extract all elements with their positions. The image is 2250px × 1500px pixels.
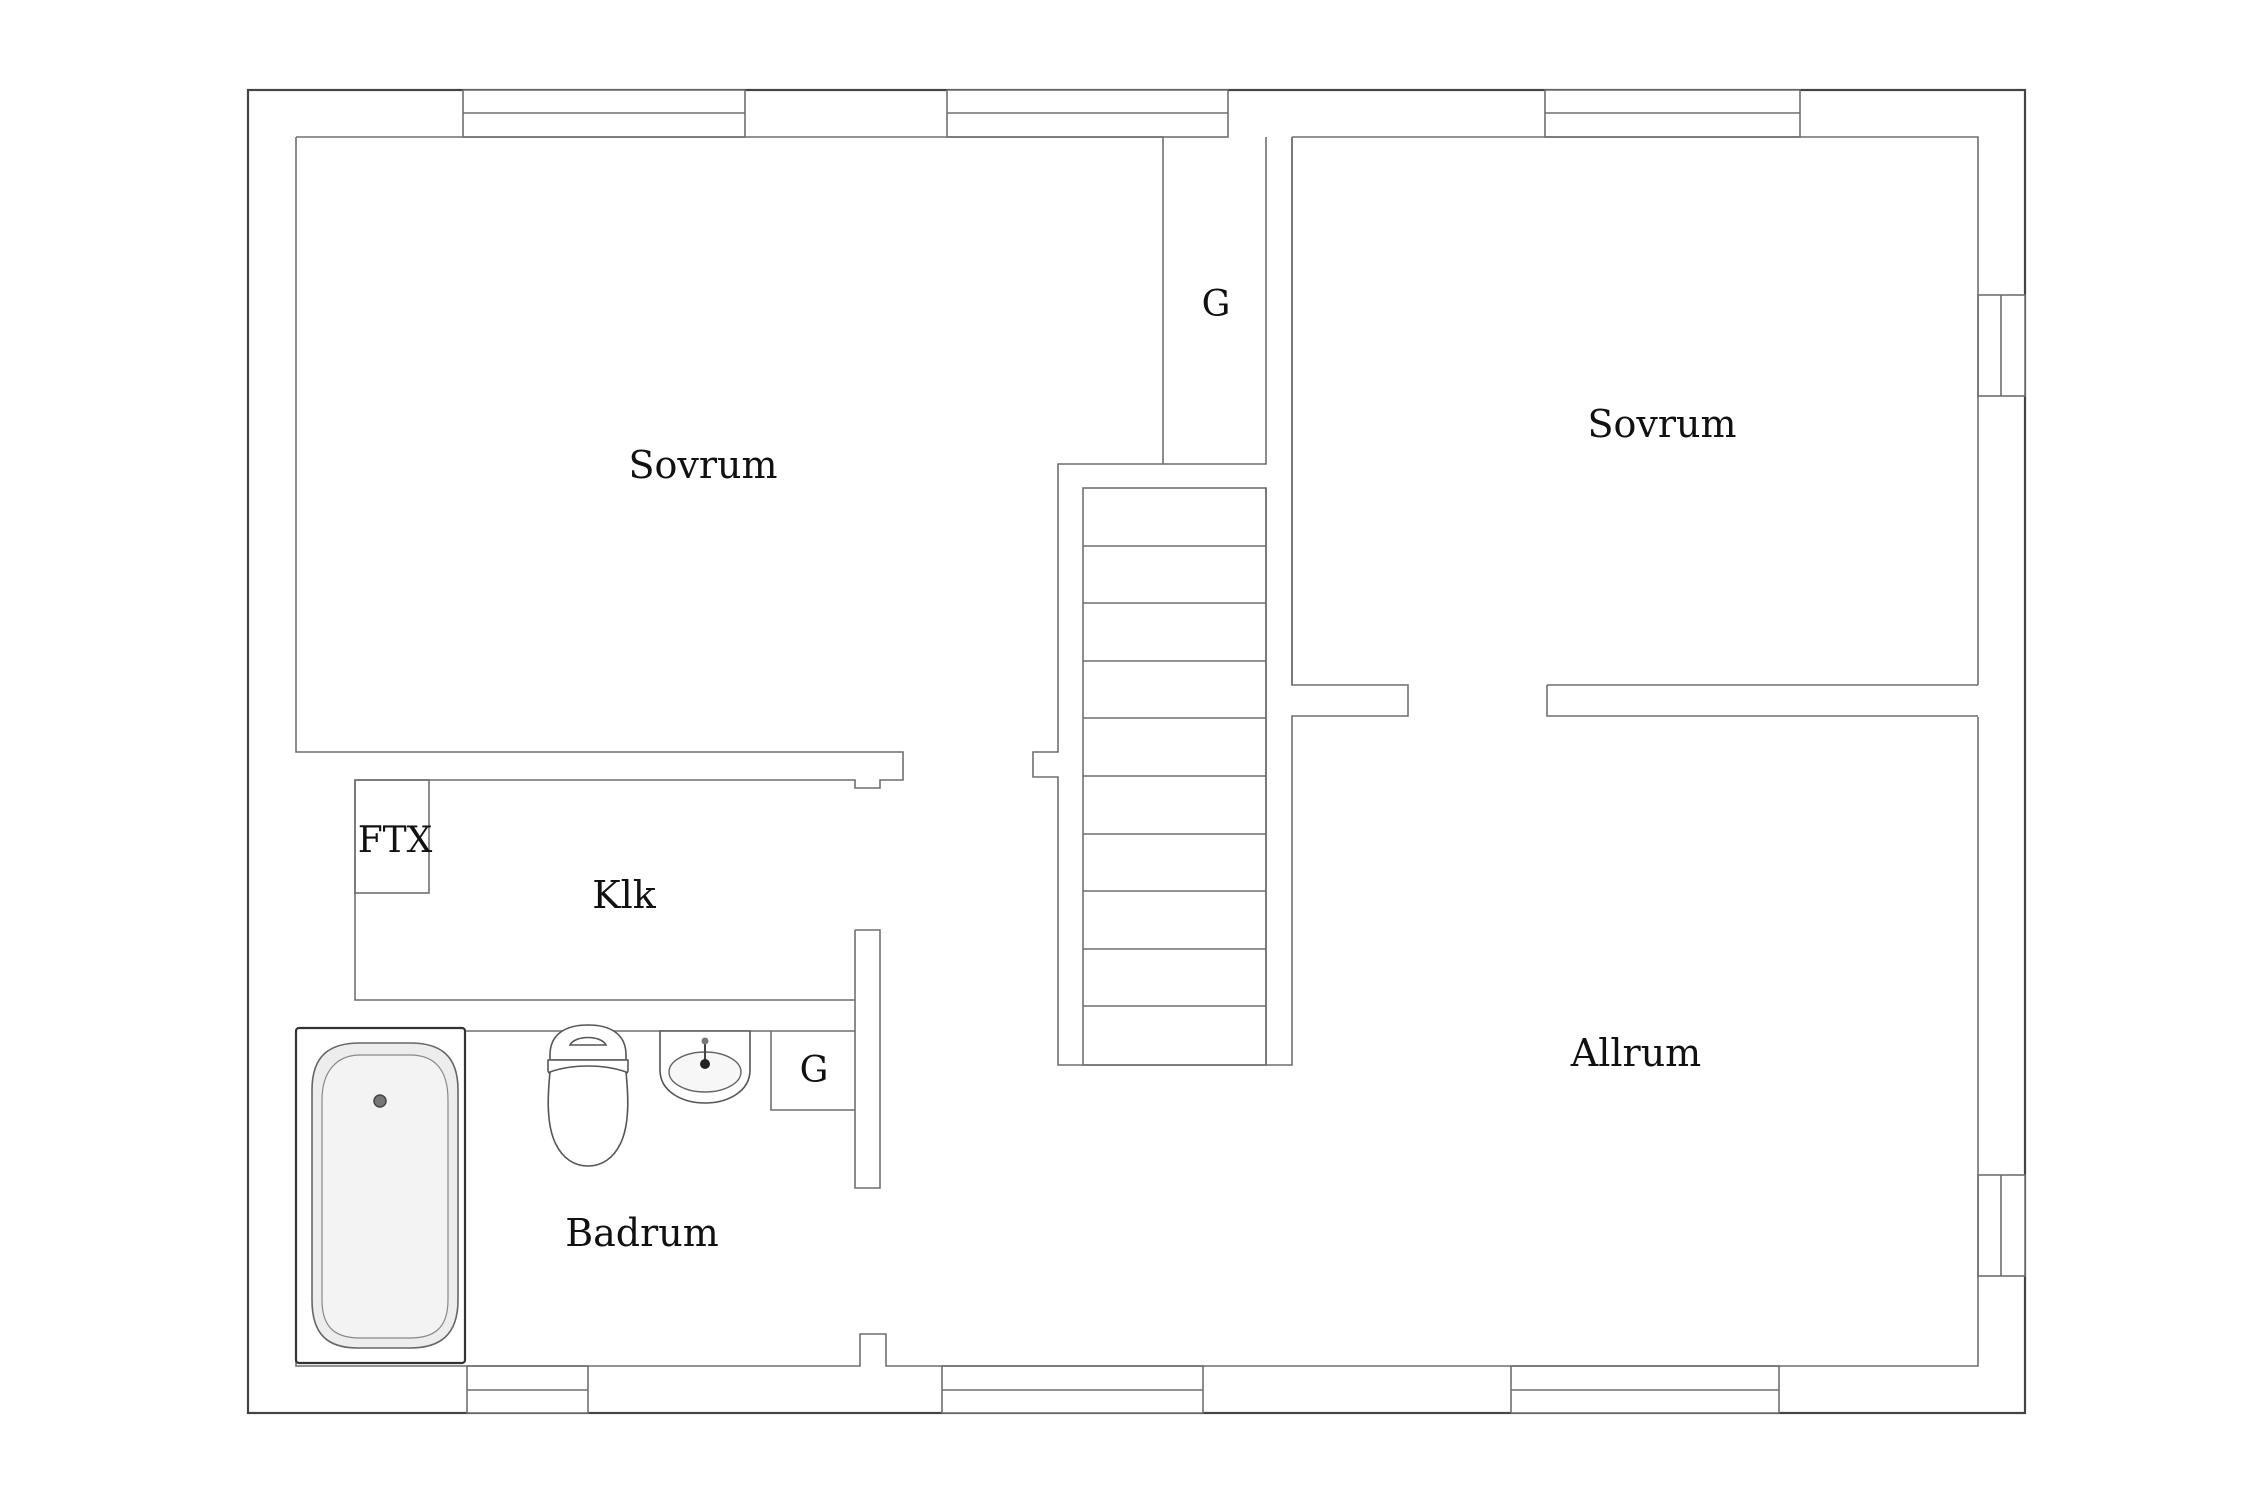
label-g-wardrobe-top: G xyxy=(1202,284,1231,325)
room-label-klk: Klk xyxy=(592,873,657,917)
room-label-badrum: Badrum xyxy=(565,1211,719,1255)
label-ftx: FTX xyxy=(358,820,433,861)
staircase xyxy=(1082,487,1267,1066)
label-g-bathroom: G xyxy=(800,1050,829,1091)
sink-icon xyxy=(659,1030,751,1104)
room-label-sovrum-right: Sovrum xyxy=(1587,402,1736,446)
toilet-icon xyxy=(547,1024,629,1167)
room-label-allrum: Allrum xyxy=(1570,1031,1701,1075)
room-labels: Sovrum Sovrum Allrum Klk Badrum FTX G G xyxy=(358,284,1737,1255)
room-label-sovrum-left: Sovrum xyxy=(628,443,777,487)
bathtub-icon xyxy=(294,1026,467,1365)
windows xyxy=(462,89,2026,1414)
interior-walls xyxy=(295,136,1979,1367)
